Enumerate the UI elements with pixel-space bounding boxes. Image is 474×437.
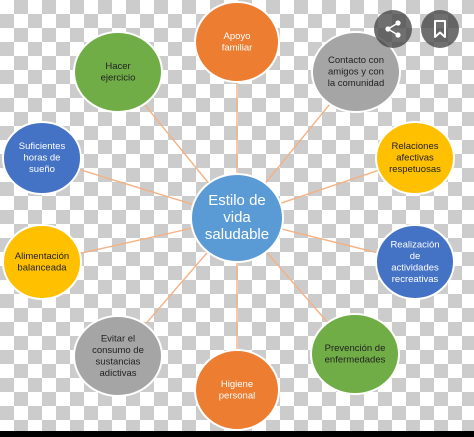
- node-suficientes-horas-line: sueño: [29, 164, 55, 175]
- node-evitar-consumo-line: Evitar el: [101, 333, 135, 344]
- node-hacer-ejercicio-line: Hacer: [105, 61, 130, 72]
- node-circle-apoyo-familiar: [194, 1, 280, 83]
- center-title-line: Estilo de: [208, 192, 266, 209]
- center-title-line: saludable: [205, 226, 269, 243]
- node-alimentacion-balanceada-line: Alimentación: [15, 251, 69, 262]
- center-title-line: vida: [223, 209, 251, 226]
- bottom-bar: [0, 431, 474, 437]
- node-actividades-recreativas-line: actividades: [391, 262, 439, 273]
- node-circle-alimentacion-balanceada: [2, 224, 82, 300]
- node-hacer-ejercicio-line: ejercicio: [101, 72, 136, 83]
- node-circle-hacer-ejercicio: [73, 31, 163, 113]
- node-relaciones-afectivas-line: Relaciones: [392, 141, 439, 152]
- share-button[interactable]: [374, 10, 412, 48]
- node-actividades-recreativas-line: Realización: [390, 239, 439, 250]
- node-circle-higiene-personal: [194, 349, 280, 431]
- bookmark-button[interactable]: [421, 10, 459, 48]
- node-suficientes-horas-line: horas de: [24, 153, 61, 164]
- node-higiene-personal-line: Higiene: [221, 379, 253, 390]
- share-icon: [385, 20, 401, 38]
- node-contacto-amigos-line: la comunidad: [328, 78, 385, 89]
- node-circle-suficientes-horas: [2, 121, 82, 195]
- bookmark-icon: [434, 20, 446, 38]
- node-contacto-amigos-line: Contacto con: [328, 55, 384, 66]
- node-evitar-consumo-line: consumo de: [92, 345, 144, 356]
- node-circle-actividades-recreativas: [375, 224, 455, 300]
- node-prevencion-enfermedades-line: Prevención de: [325, 343, 386, 354]
- node-circle-prevencion-enfermedades: [310, 313, 400, 395]
- node-prevencion-enfermedades-line: enfermedades: [325, 354, 386, 365]
- node-higiene-personal-line: personal: [219, 390, 255, 401]
- node-circle-relaciones-afectivas: [375, 121, 455, 195]
- node-relaciones-afectivas-line: afectivas: [396, 153, 434, 164]
- node-evitar-consumo-line: sustancias: [96, 356, 141, 367]
- node-apoyo-familiar-line: Apoyo: [224, 31, 251, 42]
- center-circle: [190, 173, 284, 263]
- node-contacto-amigos-line: amigos y con: [328, 67, 384, 78]
- node-circle-evitar-consumo: [73, 315, 163, 397]
- node-actividades-recreativas-line: recreativas: [392, 274, 439, 285]
- node-relaciones-afectivas-line: respetuosas: [389, 164, 441, 175]
- node-actividades-recreativas-line: de: [410, 251, 421, 262]
- node-apoyo-familiar-line: familiar: [222, 42, 253, 53]
- node-suficientes-horas-line: Suficientes: [19, 141, 66, 152]
- node-evitar-consumo-line: adictivas: [100, 368, 137, 379]
- node-alimentacion-balanceada-line: balanceada: [17, 262, 67, 273]
- node-circle-contacto-amigos: [311, 31, 401, 113]
